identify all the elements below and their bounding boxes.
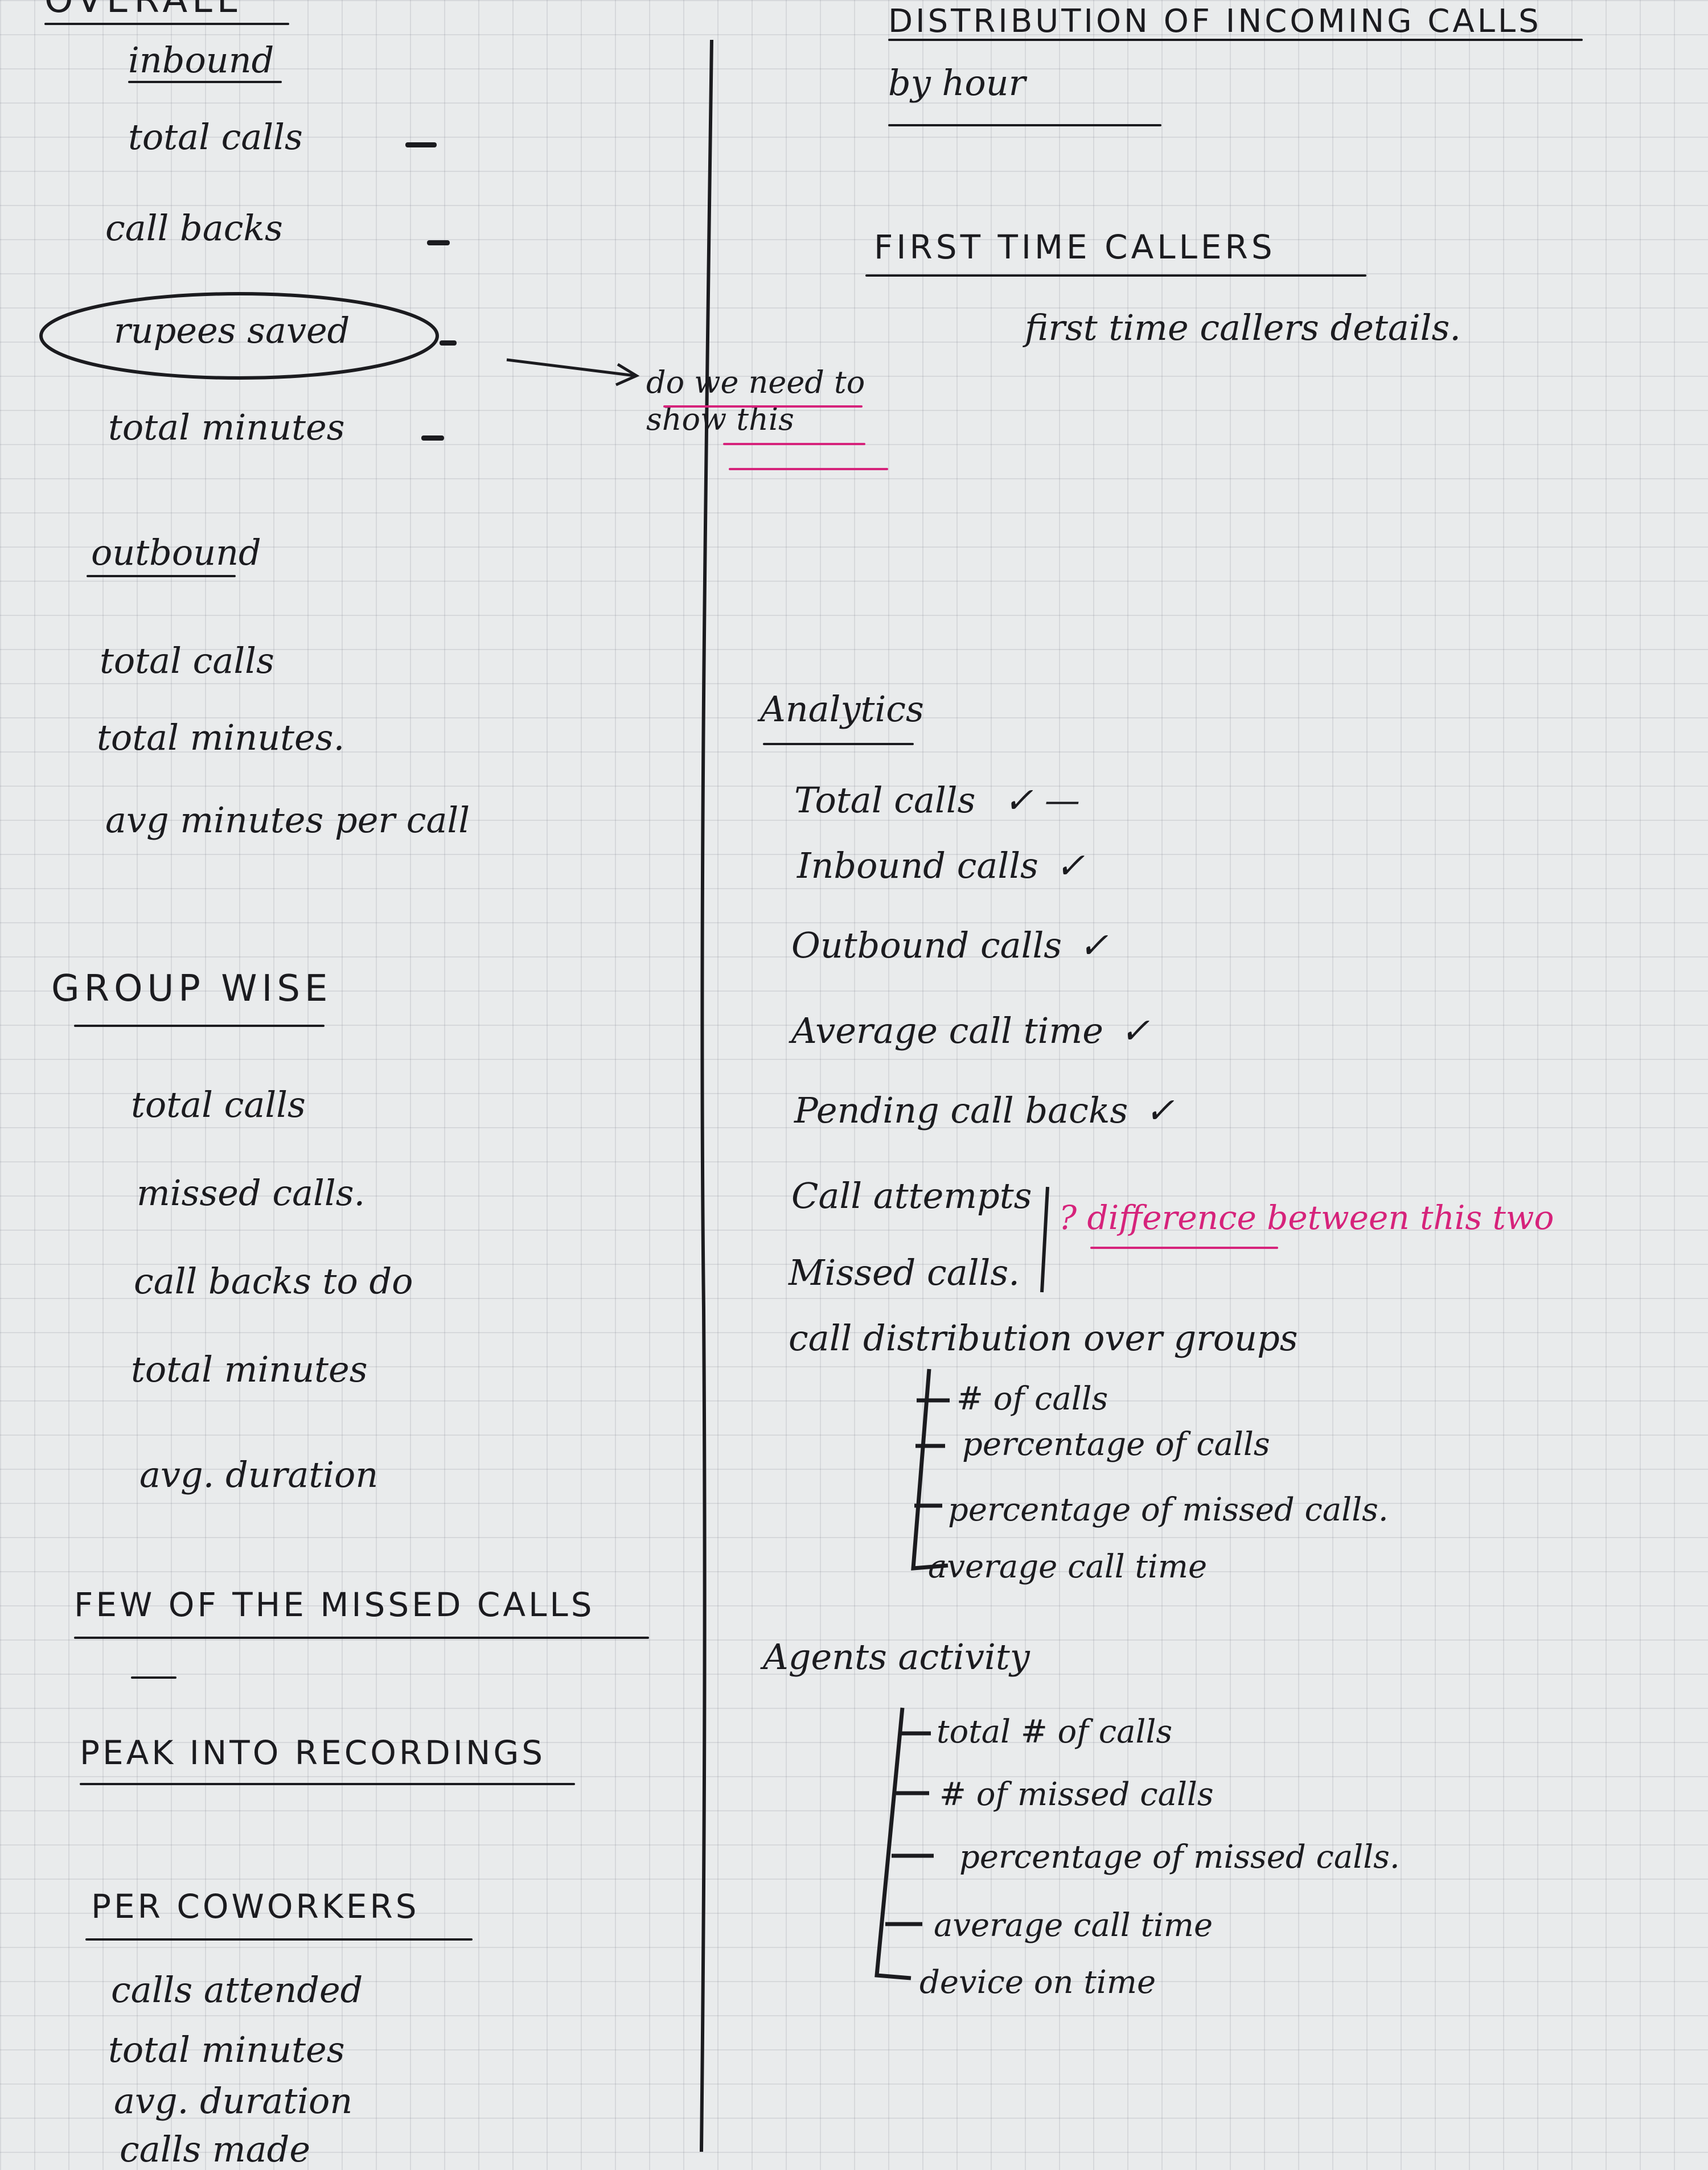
distribution-groups-item: percentage of calls: [962, 1426, 1270, 1463]
first-time-heading: FIRST TIME CALLERS: [874, 228, 1276, 266]
difference-note-underline: [1090, 1247, 1278, 1249]
analytics-label: Missed calls.: [789, 1252, 1020, 1293]
analytics-item: Pending call backs ✓: [794, 1093, 1175, 1128]
page-divider-line: [700, 39, 713, 2152]
inbound-heading: inbound: [128, 39, 274, 81]
few-missed-heading: FEW OF THE MISSED CALLS: [74, 1585, 595, 1624]
analytics-item: Total calls ✓ —: [794, 783, 1080, 818]
bracket-line: [1040, 1186, 1049, 1293]
analytics-heading: Analytics: [760, 688, 924, 730]
agents-item: # of missed calls: [939, 1776, 1214, 1813]
group-wise-item: avg. duration: [139, 1454, 379, 1495]
check-icon: ✓: [1055, 845, 1085, 886]
outbound-item: total minutes.: [97, 717, 345, 758]
agents-heading: Agents activity: [763, 1636, 1030, 1678]
check-icon: ✓: [1078, 924, 1108, 966]
annotation-text: do we need to show this: [646, 364, 865, 437]
per-coworkers-item: calls made: [120, 2128, 311, 2170]
analytics-label: Outbound calls: [791, 924, 1062, 966]
outbound-item: total calls: [100, 640, 274, 681]
analytics-item: Average call time ✓: [791, 1013, 1150, 1049]
agents-tree: [874, 1707, 934, 1980]
analytics-item: Inbound calls ✓: [797, 848, 1085, 883]
distribution-groups-item: percentage of missed calls.: [948, 1491, 1389, 1528]
distribution-underline: [888, 39, 1583, 41]
outbound-heading-underline: [87, 575, 236, 577]
inbound-item: total calls: [128, 116, 303, 158]
per-coworkers-item: total minutes: [108, 2029, 345, 2070]
check-icon: ✓: [1144, 1090, 1175, 1131]
value-dash: [421, 435, 444, 441]
per-coworkers-item: avg. duration: [114, 2080, 353, 2122]
agents-item: average call time: [934, 1907, 1213, 1944]
annotation-underline-1: [663, 405, 863, 408]
value-dash: [405, 142, 437, 147]
few-missed-underline: [74, 1637, 649, 1639]
distribution-tree: [911, 1368, 950, 1571]
check-icon: ✓: [1120, 1010, 1150, 1051]
check-icon: ✓ —: [1004, 779, 1080, 821]
group-wise-underline: [74, 1025, 325, 1027]
group-wise-item: total minutes: [131, 1349, 368, 1390]
analytics-label: Call attempts: [791, 1175, 1032, 1216]
per-coworkers-item: calls attended: [111, 1969, 363, 2011]
inbound-item: call backs: [105, 207, 283, 249]
first-time-underline: [865, 274, 1366, 277]
outbound-item: avg minutes per call: [105, 799, 470, 841]
difference-note: ? difference between this two: [1059, 1198, 1554, 1237]
inbound-item: rupees saved: [114, 310, 350, 351]
distribution-groups-item: average call time: [928, 1548, 1208, 1585]
inbound-heading-underline: [128, 81, 282, 83]
group-wise-item: call backs to do: [134, 1260, 413, 1302]
distribution-groups-item: # of calls: [956, 1380, 1108, 1417]
group-wise-item: missed calls.: [137, 1172, 366, 1214]
arrow-icon: [506, 358, 640, 387]
agents-item: percentage of missed calls.: [959, 1839, 1400, 1876]
agents-item: device on time: [919, 1964, 1156, 2001]
distribution-groups-heading: call distribution over groups: [789, 1317, 1298, 1359]
analytics-item: Missed calls.: [789, 1255, 1020, 1291]
value-dash: [427, 240, 450, 245]
analytics-label: Pending call backs: [794, 1090, 1128, 1131]
annotation-underline-3: [729, 468, 888, 470]
peak-recordings-heading: PEAK INTO RECORDINGS: [80, 1733, 546, 1772]
few-missed-underline-short: [131, 1676, 176, 1679]
annotation-underline-2: [723, 443, 865, 445]
analytics-label: Total calls: [794, 779, 976, 821]
group-wise-item: total calls: [131, 1084, 306, 1125]
distribution-subheading: by hour: [888, 62, 1026, 104]
outbound-heading: outbound: [91, 532, 261, 573]
group-wise-heading: GROUP WISE: [51, 968, 332, 1010]
agents-item: total # of calls: [937, 1713, 1173, 1750]
inbound-item: total minutes: [108, 406, 345, 448]
value-dash: [440, 340, 457, 346]
peak-recordings-underline: [80, 1783, 575, 1785]
analytics-label: Inbound calls: [797, 845, 1038, 886]
per-coworkers-underline: [85, 1938, 473, 1941]
analytics-label: Average call time: [791, 1010, 1103, 1051]
analytics-item: Outbound calls ✓: [791, 928, 1108, 963]
distribution-heading: DISTRIBUTION OF INCOMING CALLS: [888, 3, 1542, 40]
overall-heading: OVERALL: [44, 0, 242, 21]
first-time-detail: first time callers details.: [1025, 307, 1461, 348]
highlight-oval: [39, 292, 439, 380]
per-coworkers-heading: PER COWORKERS: [91, 1887, 420, 1926]
distribution-subheading-underline: [888, 124, 1161, 126]
analytics-heading-underline: [763, 743, 914, 745]
analytics-item: Call attempts: [791, 1178, 1032, 1214]
overall-heading-underline: [44, 23, 289, 25]
